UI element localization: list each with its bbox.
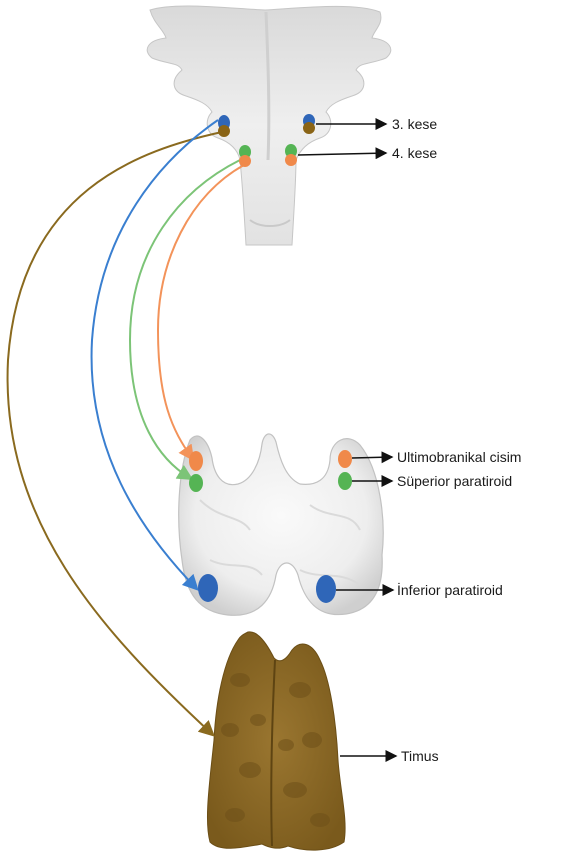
superior-parathyroid-left-dot — [189, 474, 203, 492]
label-pouch3: 3. kese — [392, 116, 437, 132]
pouch4-right-ventral-dot — [285, 154, 297, 166]
label-superior-parathyroid: Süperior paratiroid — [397, 473, 512, 489]
superior-parathyroid-right-dot — [338, 472, 352, 490]
labels: 3. kese 4. kese Ultimobranikal cisim Süp… — [392, 116, 521, 764]
thymus-migration-path — [8, 132, 222, 734]
ultimobranchial-right-dot — [338, 450, 352, 468]
label-pouch4: 4. kese — [392, 145, 437, 161]
thymus-illustration — [207, 632, 345, 850]
ultimobranchial-pointer — [352, 457, 392, 458]
pouch3-right-ventral-dot — [303, 122, 315, 134]
label-thymus: Timus — [401, 748, 439, 764]
inferior-parathyroid-right-dot — [316, 575, 336, 603]
pharynx-illustration — [147, 6, 391, 245]
label-inferior-parathyroid: İnferior paratiroid — [397, 581, 503, 598]
label-ultimobranchial-body: Ultimobranikal cisim — [397, 449, 521, 465]
ultimobranchial-left-dot — [189, 451, 203, 471]
pouch4-pointer — [298, 153, 386, 155]
superior-parathyroid-migration-path — [130, 160, 240, 478]
inferior-parathyroid-left-dot — [198, 574, 218, 602]
migration-paths — [8, 120, 244, 734]
pouch3-left-ventral-dot — [218, 125, 230, 137]
pouch4-left-ventral-dot — [239, 155, 251, 167]
ultimobranchial-migration-path — [158, 165, 244, 458]
